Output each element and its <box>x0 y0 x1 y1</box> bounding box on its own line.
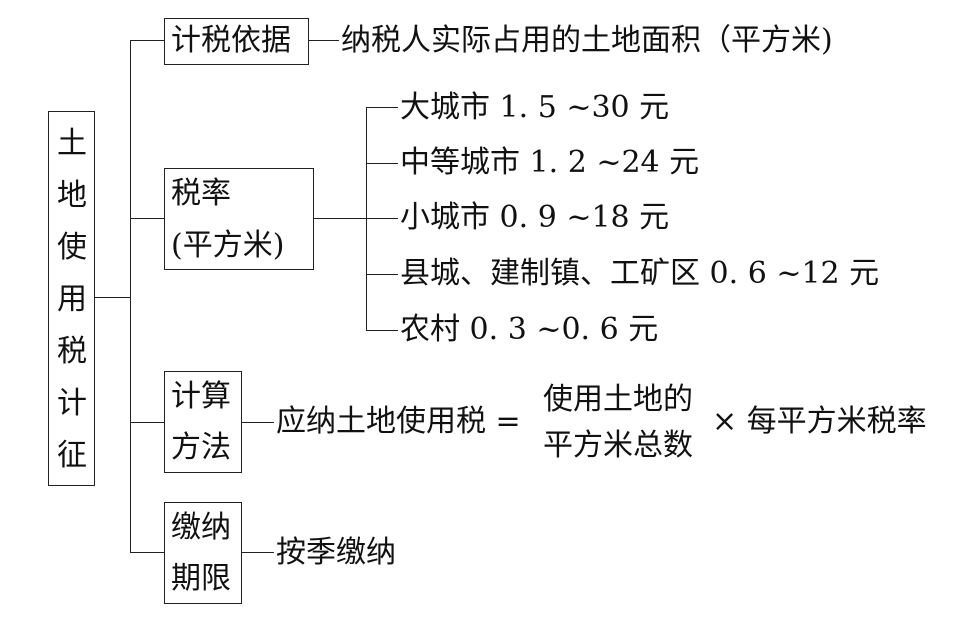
rate-item-connector <box>366 163 398 164</box>
branch-connector-deadline <box>130 552 164 553</box>
deadline-box <box>164 502 242 604</box>
basis-label: 计税依据 <box>171 23 291 58</box>
rate-connector <box>314 218 366 219</box>
method-connector <box>242 422 274 423</box>
branch-connector-method <box>130 422 164 423</box>
root-char: 土 <box>57 126 87 161</box>
deadline-connector <box>242 552 274 553</box>
rate-item-connector <box>366 218 398 219</box>
root-label: 土 地 使 用 税 计 征 <box>52 118 92 482</box>
rate-item-connector <box>366 274 398 275</box>
root-char: 税 <box>57 334 87 369</box>
rate-item: 中等城市 1. 2 ~24 元 <box>400 145 700 180</box>
rate-item: 县城、建制镇、工矿区 0. 6 ~12 元 <box>400 256 880 291</box>
deadline-label-line1: 缴纳 <box>171 510 231 545</box>
rate-item: 小城市 0. 9 ~18 元 <box>400 200 670 235</box>
basis-detail-connector <box>309 40 339 41</box>
root-char: 用 <box>57 282 87 317</box>
method-label-line2: 方法 <box>171 430 231 465</box>
method-label-line1: 计算 <box>171 379 231 414</box>
rate-item: 大城市 1. 5 ~30 元 <box>400 90 670 125</box>
root-char: 征 <box>57 438 87 473</box>
branch-connector-rate <box>130 218 164 219</box>
rate-item-connector <box>366 330 398 331</box>
root-char: 使 <box>57 230 87 265</box>
deadline-label-line2: 期限 <box>171 561 231 596</box>
basis-detail: 纳税人实际占用的土地面积（平方米) <box>341 23 833 58</box>
root-char: 地 <box>57 178 87 213</box>
root-connector <box>95 297 130 298</box>
root-char: 计 <box>57 386 87 421</box>
rate-item-connector <box>366 107 398 108</box>
root-box <box>48 111 95 486</box>
formula-denominator: 平方米总数 <box>543 428 693 463</box>
trunk-line <box>130 40 131 552</box>
rate-label-line1: 税率 <box>171 176 231 211</box>
branch-connector-basis <box>130 40 164 41</box>
rate-label-line2: (平方米) <box>171 228 285 263</box>
method-box <box>164 371 242 473</box>
basis-box <box>164 18 309 65</box>
formula-rhs: × 每平方米税率 <box>712 404 927 439</box>
formula-numerator: 使用土地的 <box>543 382 693 417</box>
rate-item: 农村 0. 3 ~0. 6 元 <box>400 312 659 347</box>
rate-box <box>164 168 314 270</box>
formula-lhs: 应纳土地使用税 = <box>276 404 521 439</box>
deadline-detail: 按季缴纳 <box>276 535 396 570</box>
